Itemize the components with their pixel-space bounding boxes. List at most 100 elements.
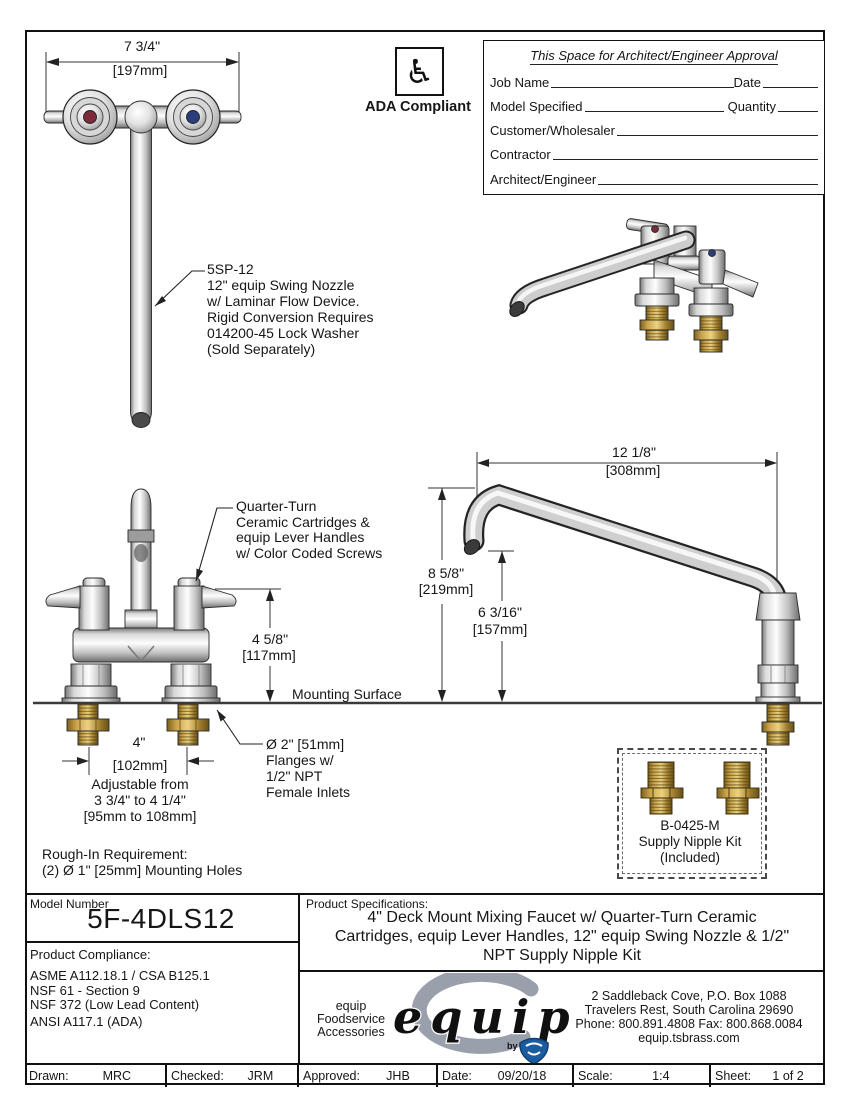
callout-line: w/ Laminar Flow Device. bbox=[207, 293, 360, 309]
address-line: Travelers Rest, South Carolina 29690 bbox=[584, 1003, 794, 1017]
approval-row-customer: Customer/Wholesaler bbox=[490, 121, 818, 138]
customer-label: Customer/Wholesaler bbox=[490, 123, 615, 138]
address-line: equip.tsbrass.com bbox=[638, 1031, 740, 1045]
wheelchair-icon: ♿ bbox=[404, 51, 435, 91]
contractor-field[interactable] bbox=[552, 147, 818, 160]
nipple-kit-box bbox=[617, 748, 767, 879]
callout-line: w/ Color Coded Screws bbox=[236, 544, 383, 561]
footer-label: Checked: bbox=[171, 1069, 224, 1083]
ada-symbol-box: ♿ bbox=[395, 47, 444, 96]
footer-cell-drawn: Drawn: MRC bbox=[25, 1065, 165, 1087]
compliance-item: NSF 372 (Low Lead Content) bbox=[30, 997, 200, 1012]
quantity-label: Quantity bbox=[727, 99, 776, 114]
adjustable-line: [95mm to 108mm] bbox=[83, 808, 197, 824]
footer-cell-date: Date: 09/20/18 bbox=[436, 1065, 572, 1087]
address-line: Phone: 800.891.4808 Fax: 800.868.0084 bbox=[575, 1017, 803, 1031]
logo-by-text: by bbox=[507, 1041, 518, 1051]
date-label: Date bbox=[733, 75, 761, 90]
cold-handle-top bbox=[165, 89, 221, 145]
footer-label: Sheet: bbox=[715, 1069, 752, 1083]
specs-box-divider bbox=[300, 970, 825, 972]
compliance-item: ASME A112.18.1 / CSA B125.1 bbox=[30, 968, 210, 983]
dim-height-in: 8 5/8" bbox=[427, 565, 465, 581]
isometric-view-drawing bbox=[509, 218, 759, 353]
dim-outlet-mm: [157mm] bbox=[472, 621, 528, 637]
footer-value: 09/20/18 bbox=[497, 1069, 547, 1083]
footer-label: Drawn: bbox=[29, 1069, 69, 1083]
kit-line: Supply Nipple Kit bbox=[638, 834, 742, 849]
customer-field[interactable] bbox=[617, 123, 818, 136]
approval-row-model: Model Specified Quantity bbox=[490, 97, 818, 114]
approval-title: This Space for Architect/Engineer Approv… bbox=[530, 48, 778, 65]
footer-cell-sheet: Sheet: 1 of 2 bbox=[709, 1065, 825, 1087]
nipple-kit-inner-border bbox=[622, 753, 762, 874]
job-name-field[interactable] bbox=[551, 75, 734, 88]
equip-logo-art: equip by bbox=[392, 966, 575, 1065]
spec-line: NPT Supply Nipple Kit bbox=[483, 947, 641, 964]
date-field[interactable] bbox=[763, 75, 818, 88]
dim-reach-in: 12 1/8" bbox=[612, 444, 656, 460]
footer-cell-approved: Approved: JHB bbox=[297, 1065, 436, 1087]
callout-line: (Sold Separately) bbox=[207, 341, 316, 357]
side-view-drawing bbox=[428, 452, 801, 746]
callout-line: 12" equip Swing Nozzle bbox=[207, 277, 355, 293]
supply-nipples-front bbox=[66, 703, 210, 746]
callout-line: Quarter-Turn bbox=[236, 498, 317, 514]
footer-cell-scale: Scale: 1:4 bbox=[572, 1065, 709, 1087]
approval-row-job: Job Name Date bbox=[490, 73, 818, 90]
architect-field[interactable] bbox=[598, 172, 818, 185]
cartridge-callout: Quarter-Turn Ceramic Cartridges & equip … bbox=[236, 498, 383, 561]
drawing-border-frame bbox=[25, 30, 825, 1085]
callout-line: 1/2" NPT bbox=[266, 768, 323, 784]
model-number-value: 5F-4DLS12 bbox=[87, 903, 235, 934]
logo-swoosh bbox=[411, 966, 539, 1054]
footer-value: MRC bbox=[102, 1069, 132, 1083]
footer-value: JHB bbox=[386, 1069, 410, 1083]
footer-value: 1 of 2 bbox=[772, 1069, 804, 1083]
footer-label: Scale: bbox=[578, 1069, 613, 1083]
callout-line: 5SP-12 bbox=[207, 261, 254, 277]
specs-label: Product Specifications: bbox=[306, 897, 429, 911]
footer-label: Date: bbox=[442, 1069, 472, 1083]
architect-label: Architect/Engineer bbox=[490, 172, 597, 187]
rough-in-line: Rough-In Requirement: bbox=[42, 846, 188, 862]
compliance-item: NSF 61 - Section 9 bbox=[30, 983, 140, 998]
title-block-top-rule bbox=[25, 893, 825, 895]
model-specified-field[interactable] bbox=[584, 99, 724, 112]
callout-line: Rigid Conversion Requires bbox=[207, 309, 374, 325]
contractor-label: Contractor bbox=[490, 147, 551, 162]
dim-deck-mm: [117mm] bbox=[242, 647, 296, 663]
quantity-field[interactable] bbox=[778, 99, 818, 112]
spec-line: 4" Deck Mount Mixing Faucet w/ Quarter-T… bbox=[367, 909, 757, 926]
dim-centers-mm: [102mm] bbox=[112, 757, 168, 773]
approval-row-architect: Architect/Engineer bbox=[490, 170, 818, 187]
top-view-drawing bbox=[43, 52, 242, 428]
dim-top-width-mm: [197mm] bbox=[112, 62, 168, 78]
logo-wordmark: equip bbox=[393, 990, 575, 1044]
front-view-dimensions bbox=[62, 507, 281, 775]
rough-in-line: (2) Ø 1" [25mm] Mounting Holes bbox=[42, 862, 243, 878]
brand-line: equip bbox=[335, 999, 367, 1013]
address-line: 2 Saddleback Cove, P.O. Box 1088 bbox=[591, 989, 787, 1003]
callout-line: Ceramic Cartridges & bbox=[236, 513, 370, 530]
footer-cell-checked: Checked: JRM bbox=[165, 1065, 297, 1087]
callout-line: 014200-45 Lock Washer bbox=[207, 325, 360, 341]
dim-height-mm: [219mm] bbox=[418, 581, 474, 597]
supply-nipple-kit-drawing bbox=[640, 761, 760, 815]
mounting-surface-label: Mounting Surface bbox=[292, 686, 402, 702]
callout-line: Ø 2" [51mm] bbox=[266, 736, 345, 752]
ts-brass-shield-icon bbox=[519, 1037, 549, 1065]
footer-row: Drawn: MRC Checked: JRM Approved: JHB Da… bbox=[25, 1063, 825, 1087]
approval-box: This Space for Architect/Engineer Approv… bbox=[483, 40, 825, 195]
adjustable-line: Adjustable from bbox=[91, 776, 189, 792]
nozzle-callout: 5SP-12 12" equip Swing Nozzle w/ Laminar… bbox=[207, 261, 374, 357]
callout-line: Female Inlets bbox=[266, 784, 351, 800]
dim-centers-in: 4" bbox=[132, 734, 146, 750]
callout-line: equip Lever Handles bbox=[236, 529, 365, 545]
model-specified-label: Model Specified bbox=[490, 99, 583, 114]
equip-logo: equip by bbox=[385, 966, 575, 1065]
kit-line: (Included) bbox=[659, 850, 721, 865]
callout-line: Flanges w/ bbox=[266, 752, 334, 768]
